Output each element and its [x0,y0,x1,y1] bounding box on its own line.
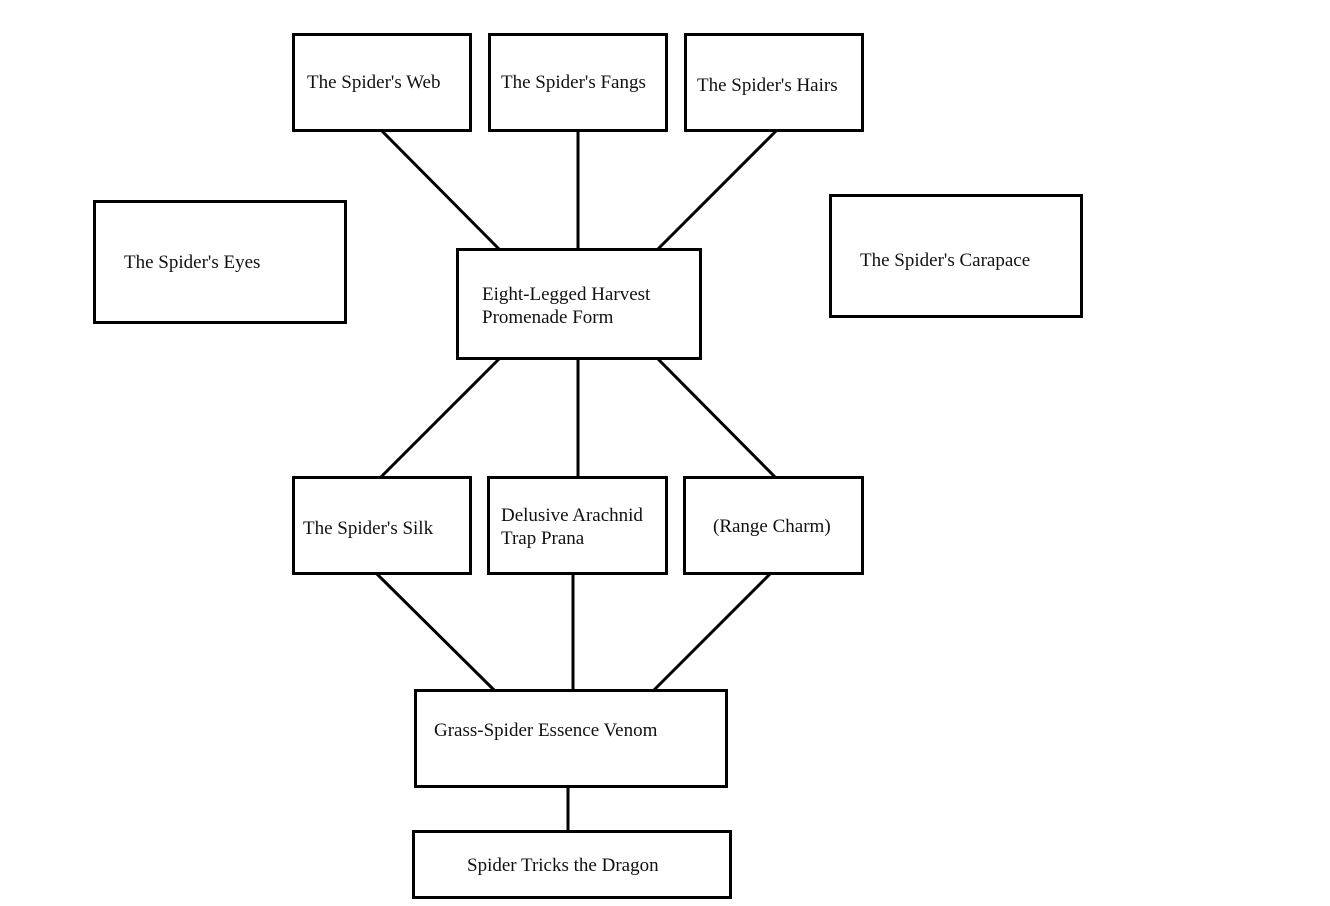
node-spiders-hairs: The Spider's Hairs [684,33,864,132]
edge-web-harvest [380,129,501,251]
node-spiders-fangs: The Spider's Fangs [488,33,668,132]
edge-harvest-silk [379,357,501,479]
node-label: Spider Tricks the Dragon [467,855,659,876]
edge-range-venom [652,572,772,692]
edge-hairs-harvest [656,129,778,251]
node-grass-spider-venom: Grass-Spider Essence Venom [414,689,728,788]
node-spider-tricks-dragon: Spider Tricks the Dragon [412,830,732,899]
node-spiders-web: The Spider's Web [292,33,472,132]
node-label: Eight-Legged Harvest Promenade Form [482,284,651,328]
node-label: Grass-Spider Essence Venom [434,720,658,741]
node-delusive-arachnid-trap: Delusive Arachnid Trap Prana [487,476,668,575]
node-label: The Spider's Web [307,72,441,93]
node-label: The Spider's Eyes [124,252,261,273]
edge-silk-venom [375,572,496,692]
node-label: Delusive Arachnid Trap Prana [501,505,643,549]
node-spiders-carapace: The Spider's Carapace [829,194,1083,318]
node-range-charm: (Range Charm) [683,476,864,575]
node-label: The Spider's Hairs [697,75,838,96]
node-spiders-silk: The Spider's Silk [292,476,472,575]
node-label: The Spider's Silk [303,518,434,539]
node-label: (Range Charm) [713,516,831,537]
node-spiders-eyes: The Spider's Eyes [93,200,347,324]
node-eight-legged-harvest: Eight-Legged Harvest Promenade Form [456,248,702,360]
node-label: The Spider's Fangs [501,72,646,93]
edge-harvest-range [656,357,777,479]
node-label: The Spider's Carapace [860,250,1031,271]
